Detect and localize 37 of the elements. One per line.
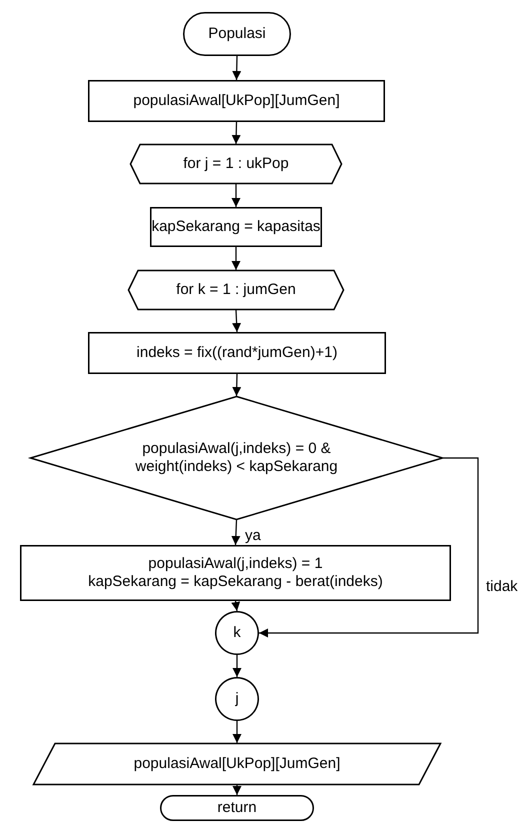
arrow — [259, 457, 479, 638]
loop-hexagon — [130, 144, 342, 184]
node-text: for j = 1 : ukPop — [183, 155, 289, 173]
arrow — [232, 184, 240, 207]
process-box — [20, 545, 451, 601]
arrow — [232, 310, 242, 332]
process-box — [150, 207, 322, 247]
arrow — [231, 520, 240, 546]
node-text: Populasi — [208, 25, 266, 43]
node-text: populasiAwal[UkPop][JumGen] — [133, 92, 340, 110]
loop-hexagon — [128, 270, 344, 310]
arrow — [232, 56, 242, 80]
arrow — [232, 785, 242, 795]
arrow — [232, 247, 240, 270]
arrow — [232, 655, 242, 677]
terminal-shape — [183, 12, 291, 56]
node-text: j — [235, 690, 239, 708]
node-text: for k = 1 : jumGen — [176, 281, 296, 299]
node-text: k — [233, 624, 241, 642]
node-text: populasiAwal(j,indeks) = 1 — [148, 555, 323, 573]
node-text: return — [217, 799, 257, 817]
arrow — [232, 122, 241, 144]
process-box — [88, 80, 385, 122]
node-text: populasiAwal(j,indeks) = 0 & weight(indeks) < kapSekarang — [134, 440, 339, 476]
connector-circle — [215, 611, 259, 655]
node-text: populasiAwal[UkPop][JumGen] — [134, 755, 340, 773]
arrow — [232, 721, 242, 743]
arrow — [232, 374, 242, 396]
connector-circle — [215, 677, 259, 721]
node-text: kapSekarang = kapSekarang - berat(indeks) — [88, 573, 383, 591]
decision-diamond — [30, 396, 443, 520]
node-text: kapSekarang = kapasitas — [152, 218, 320, 236]
node-text: indeks = fix((rand*jumGen)+1) — [136, 344, 338, 362]
terminal-shape — [160, 795, 314, 821]
arrow — [231, 600, 240, 612]
output-parallelogram — [33, 743, 441, 785]
process-box — [88, 332, 386, 374]
